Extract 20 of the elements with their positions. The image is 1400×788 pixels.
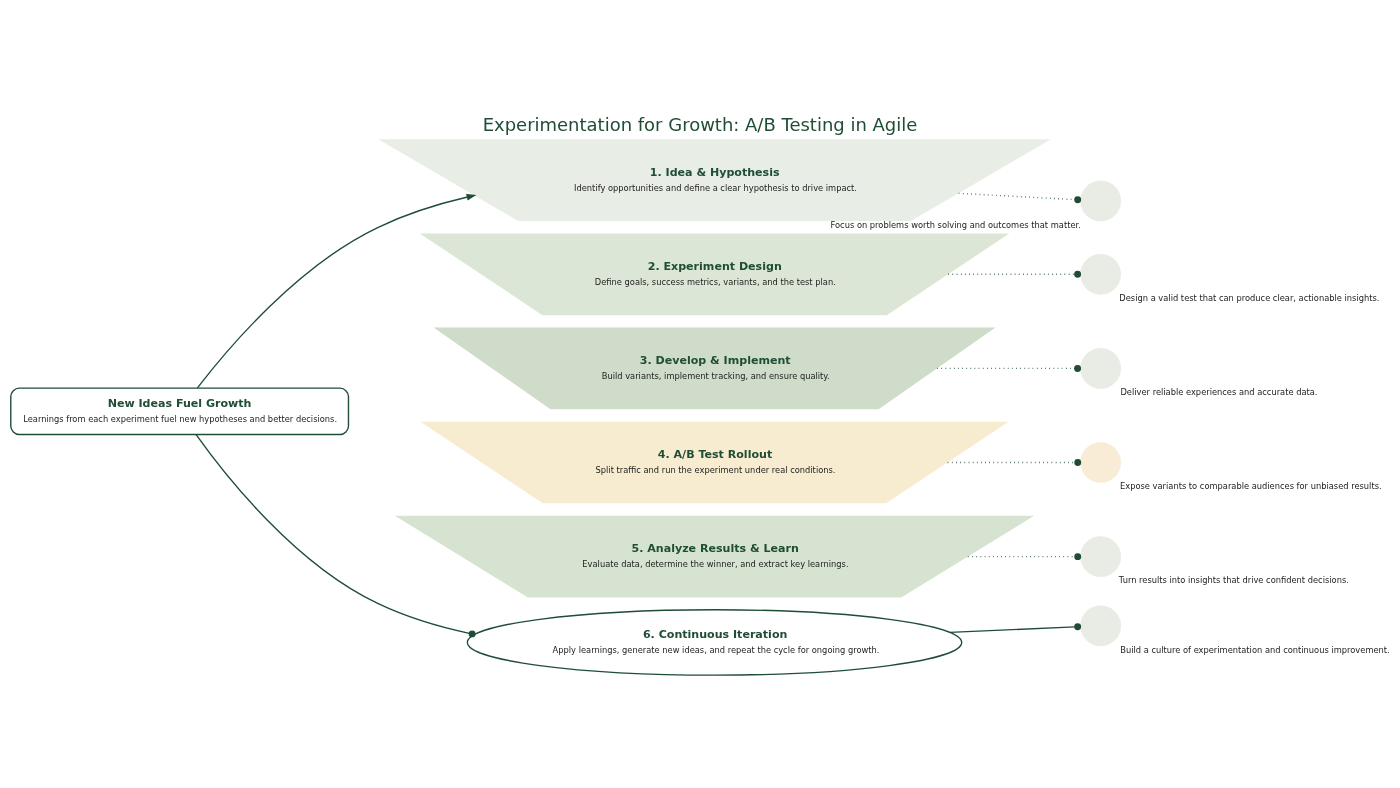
node-label: Design a valid test that can produce clear, actionable insights. [1119,292,1380,303]
connector [949,622,1082,633]
node-label: Expose variants to comparable audiences for unbiased results. [1120,480,1382,491]
node-circle [1080,535,1122,577]
node-label: Turn results into insights that drive confident decisions. [1118,574,1349,585]
node-label: Deliver reliable experiences and accurate data. [1120,386,1318,397]
connector [195,433,476,637]
connector [936,364,1082,372]
diagram-title: Experimentation for Growth: A/B Testing in Agile [482,113,918,135]
node-label: Build a culture of experimentation and continuous improvement. [1120,644,1390,655]
node-circle [1080,347,1122,389]
node-circle [1080,604,1122,646]
arrow [196,193,477,389]
node-circle [1080,180,1122,221]
connector [947,270,1082,278]
node-circle [1080,253,1122,295]
node-box: New Ideas Fuel Growth Learnings from each experiment fuel new hypotheses and better decisions. [10,386,350,435]
node-circle [1080,441,1122,483]
connector [967,552,1082,560]
node-label: Focus on problems worth solving and outcomes that matter. [830,219,1081,230]
